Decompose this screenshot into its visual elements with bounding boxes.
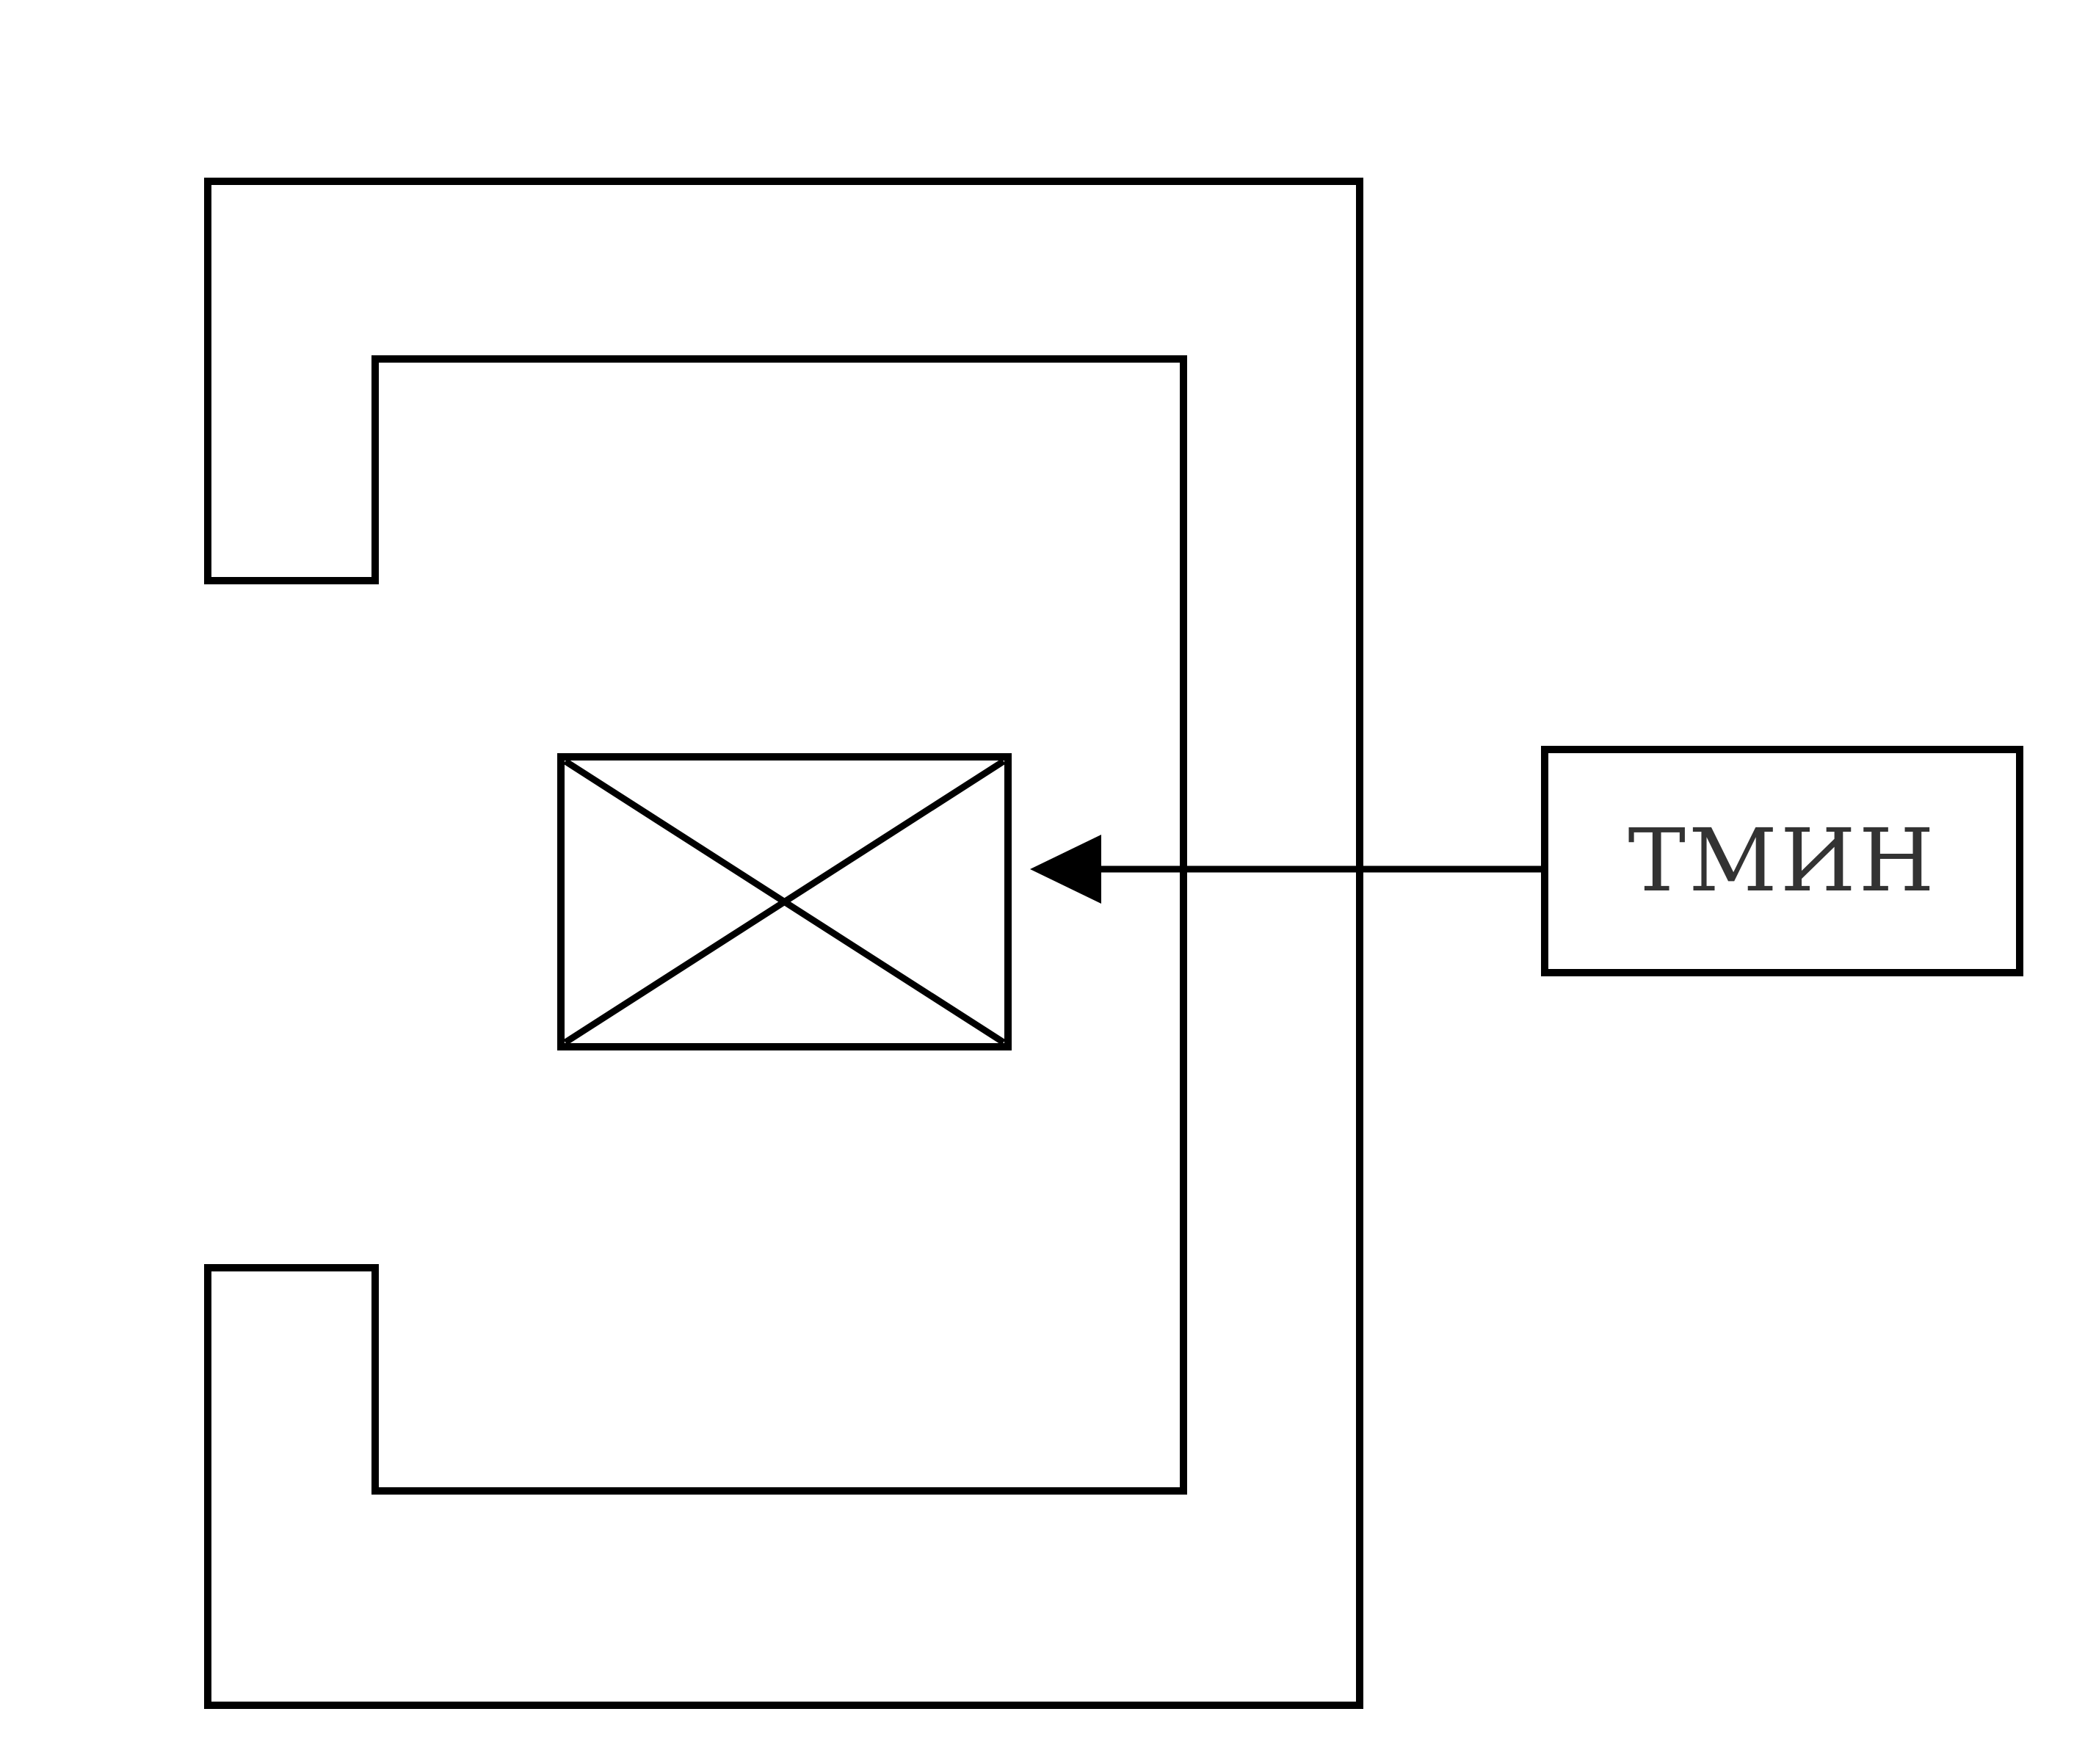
label-box-outline <box>1541 746 2023 976</box>
pointer-arrow-head <box>1030 835 1101 904</box>
crossed-box-diagonal-2 <box>563 758 1006 1045</box>
pointer-arrow <box>1030 835 1545 904</box>
label-box: ТМИН <box>1541 746 2023 976</box>
c-shaped-bracket <box>204 178 1363 1709</box>
crossed-box-element <box>557 753 1012 1050</box>
label-box-text: ТМИН <box>1628 810 1937 911</box>
